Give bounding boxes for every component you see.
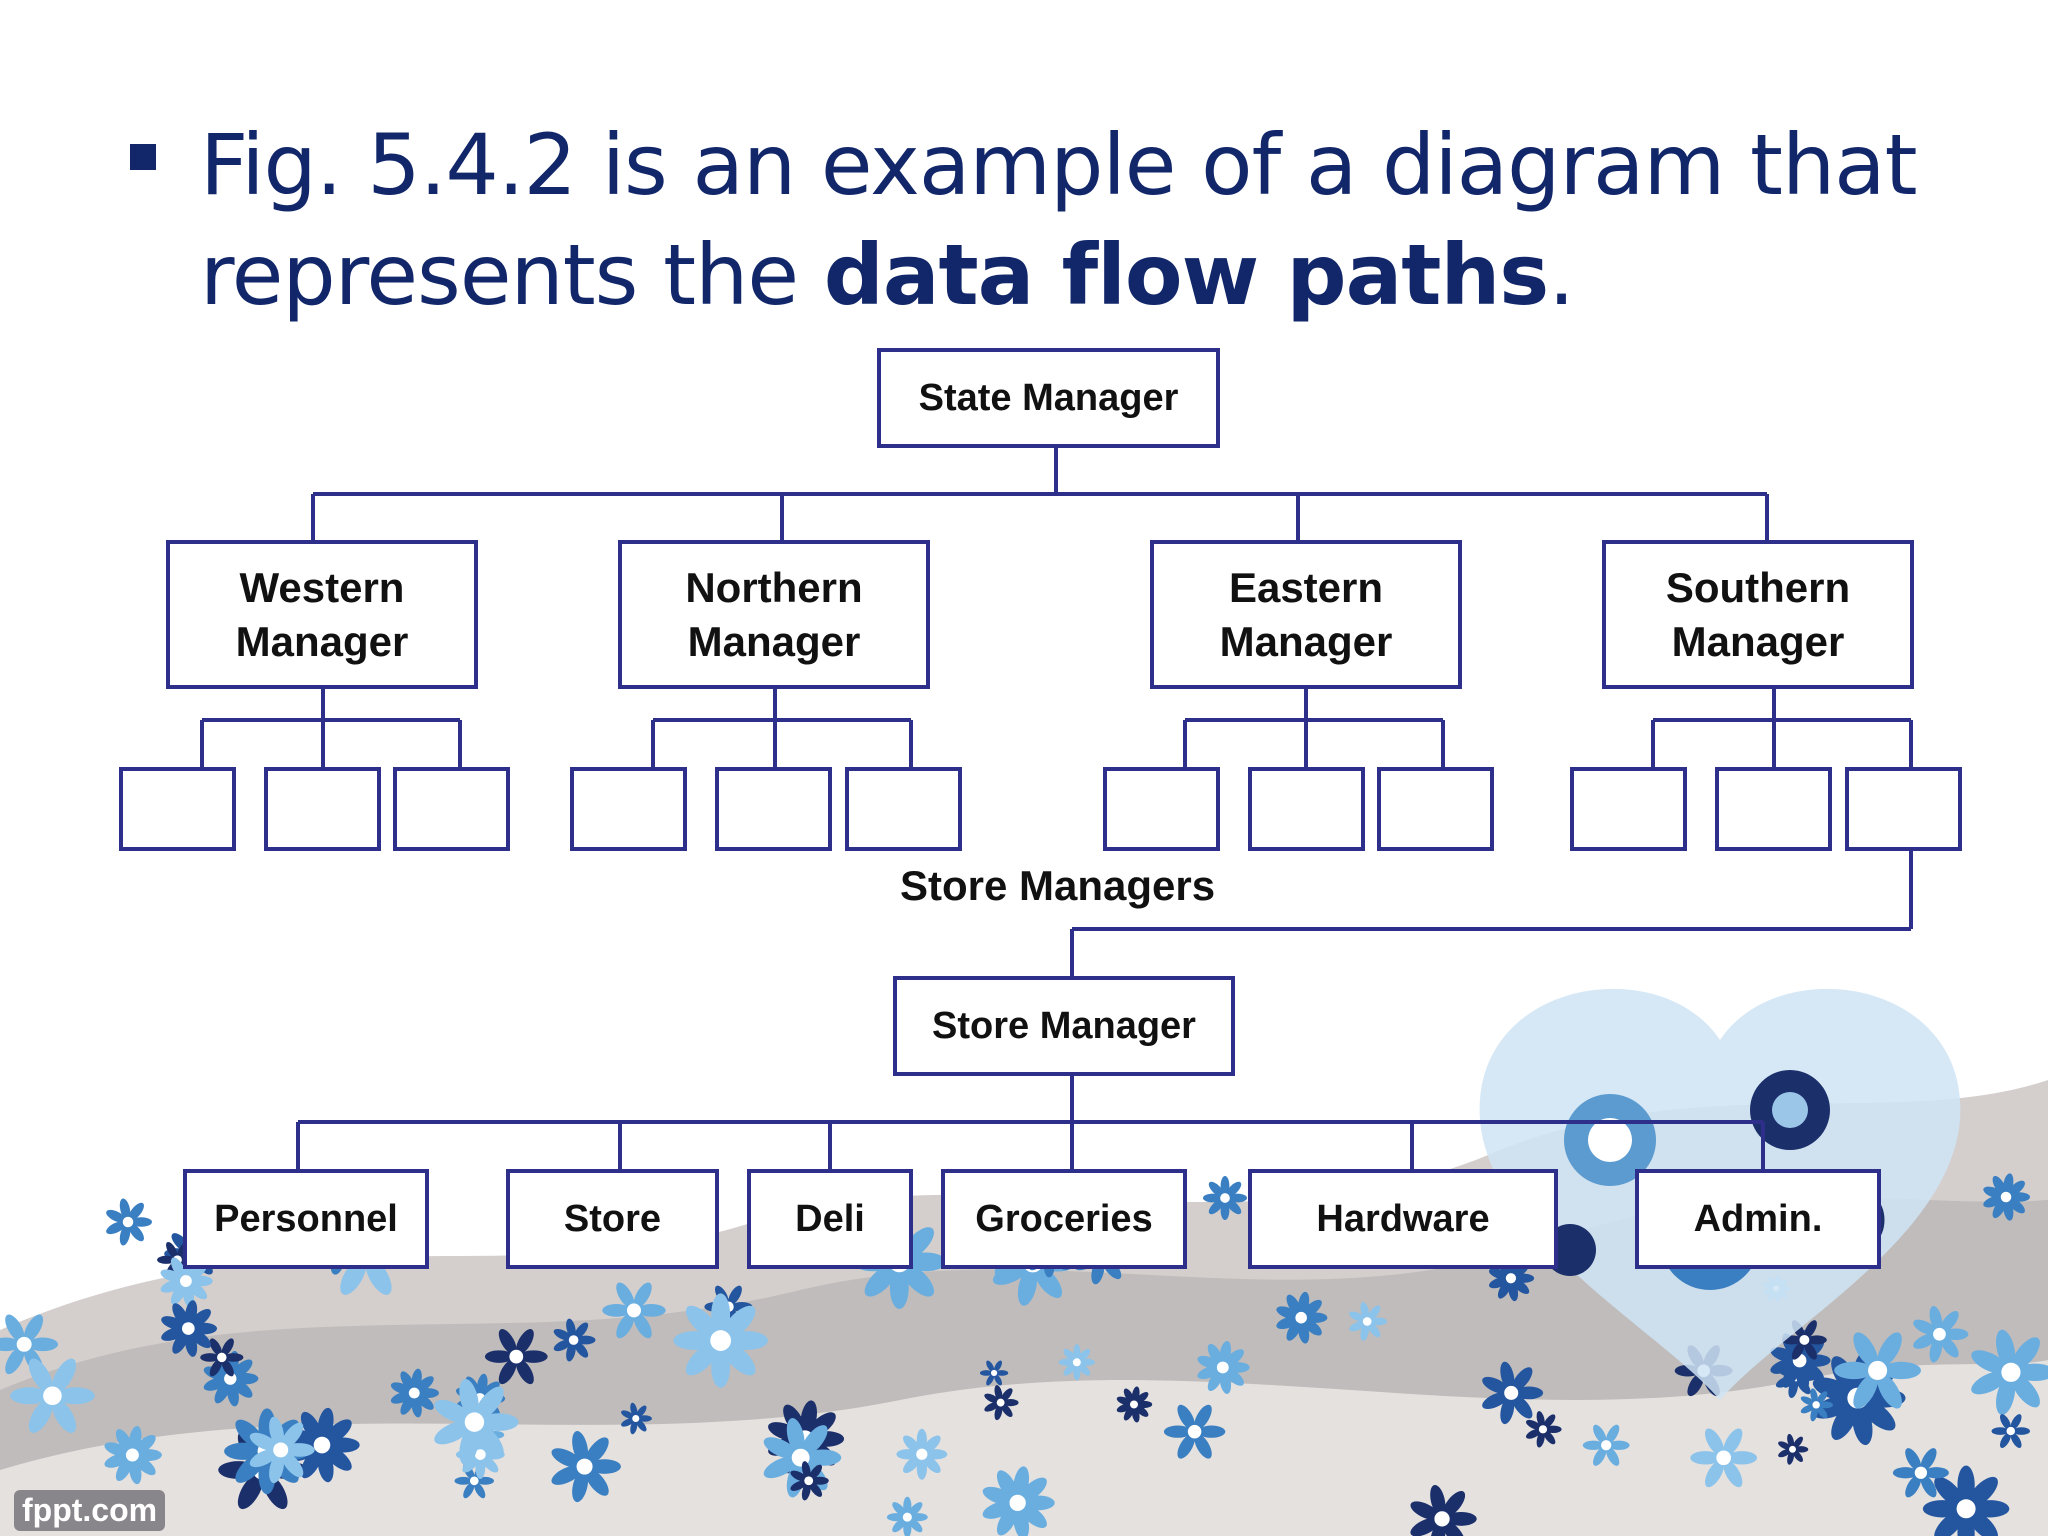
flower-decoration xyxy=(161,1300,218,1357)
department-box-groceries: Groceries xyxy=(941,1169,1187,1269)
flower-decoration xyxy=(896,1428,948,1480)
flower-decoration xyxy=(1349,1302,1387,1341)
bullet-marker-icon xyxy=(130,144,156,170)
state-manager-box: State Manager xyxy=(877,348,1220,448)
region-label-line1: Eastern xyxy=(1228,563,1384,611)
flower-decoration xyxy=(1410,1484,1477,1536)
department-box-personnel: Personnel xyxy=(183,1169,429,1269)
region-label-line2: Manager xyxy=(1219,617,1393,665)
department-label: Groceries xyxy=(975,1197,1153,1240)
department-label: Hardware xyxy=(1316,1197,1490,1240)
flower-decoration xyxy=(790,1461,829,1501)
flower-decoration xyxy=(10,1358,95,1433)
flower-decoration xyxy=(551,1431,621,1503)
region-label-line2: Manager xyxy=(235,617,409,665)
store-manager-slot xyxy=(264,767,381,851)
flower-decoration xyxy=(1058,1344,1095,1381)
fppt-watermark: fppt.com xyxy=(14,1490,166,1531)
flower-decoration xyxy=(1526,1411,1562,1448)
bullet-text: Fig. 5.4.2 is an example of a diagram th… xyxy=(200,110,1930,330)
flower-decoration xyxy=(621,1402,652,1435)
flower-decoration xyxy=(984,1385,1019,1421)
flower-decoration xyxy=(886,1496,928,1536)
flower-decoration xyxy=(1834,1332,1921,1409)
region-box-southern: Southern Manager xyxy=(1602,540,1914,689)
flower-decoration xyxy=(249,1416,315,1484)
flower-decoration xyxy=(1991,1414,2031,1448)
bullet-text-bold: data flow paths xyxy=(823,226,1550,324)
store-manager-slot xyxy=(1103,767,1220,851)
department-box-deli: Deli xyxy=(747,1169,913,1269)
flower-decoration xyxy=(106,1198,152,1246)
store-manager-slot xyxy=(1845,767,1962,851)
slide-bullet: Fig. 5.4.2 is an example of a diagram th… xyxy=(130,110,1930,330)
flower-decoration xyxy=(979,1360,1009,1386)
flower-decoration xyxy=(602,1282,666,1339)
department-label: Store xyxy=(563,1197,662,1240)
flower-decoration xyxy=(1781,1320,1827,1360)
department-box-store: Store xyxy=(506,1169,719,1269)
flower-decoration xyxy=(390,1368,439,1418)
flower-decoration xyxy=(1690,1428,1758,1488)
flower-decoration xyxy=(1482,1361,1544,1425)
state-manager-label: State Manager xyxy=(918,376,1179,419)
region-box-eastern: Eastern Manager xyxy=(1150,540,1462,689)
flower-decoration xyxy=(1913,1305,1969,1363)
region-label-line2: Manager xyxy=(1671,617,1845,665)
flower-decoration xyxy=(1582,1424,1630,1466)
flower-decoration xyxy=(1197,1341,1250,1394)
flower-decoration xyxy=(673,1293,768,1388)
department-label: Personnel xyxy=(214,1197,398,1240)
store-manager-box: Store Manager xyxy=(893,976,1235,1076)
store-manager-slot xyxy=(570,767,687,851)
store-manager-slot xyxy=(1715,767,1832,851)
flower-decoration xyxy=(1203,1176,1247,1220)
store-manager-slot xyxy=(715,767,832,851)
store-manager-slot xyxy=(845,767,962,851)
flower-decoration xyxy=(200,1338,244,1377)
flower-decoration xyxy=(1983,1173,2030,1221)
bullet-text-plain: Fig. 5.4.2 is an example of a diagram th… xyxy=(200,116,1918,324)
store-manager-slot xyxy=(119,767,236,851)
flower-decoration xyxy=(434,1378,519,1466)
flower-decoration xyxy=(1276,1291,1328,1344)
region-label-line1: Northern xyxy=(685,563,863,611)
region-label-line1: Western xyxy=(239,563,405,611)
store-manager-slot xyxy=(1377,767,1494,851)
flower-decoration xyxy=(1922,1465,2010,1536)
store-manager-slot xyxy=(393,767,510,851)
region-box-northern: Northern Manager xyxy=(618,540,930,689)
region-box-western: Western Manager xyxy=(166,540,478,689)
store-manager-slot xyxy=(1570,767,1687,851)
flower-decoration xyxy=(982,1466,1055,1536)
flower-decoration xyxy=(1892,1448,1949,1498)
flower-decoration xyxy=(484,1329,548,1385)
store-managers-label: Store Managers xyxy=(900,862,1216,909)
department-label: Deli xyxy=(795,1197,865,1240)
department-label: Admin. xyxy=(1693,1197,1823,1240)
flower-decoration xyxy=(1163,1404,1226,1459)
region-label-line2: Manager xyxy=(687,617,861,665)
flower-decoration xyxy=(553,1318,596,1362)
flower-decoration xyxy=(104,1425,162,1485)
department-box-hardware: Hardware xyxy=(1248,1169,1558,1269)
store-manager-box-label: Store Manager xyxy=(932,1004,1196,1047)
region-label-line1: Southern xyxy=(1665,563,1851,611)
flower-decoration xyxy=(1116,1386,1153,1423)
store-manager-slot xyxy=(1248,767,1365,851)
department-box-admin: Admin. xyxy=(1635,1169,1881,1269)
bullet-text-end: . xyxy=(1548,226,1575,324)
flower-decoration xyxy=(1778,1433,1809,1465)
flower-decoration xyxy=(1971,1329,2048,1415)
flower-decoration xyxy=(1800,1388,1834,1422)
